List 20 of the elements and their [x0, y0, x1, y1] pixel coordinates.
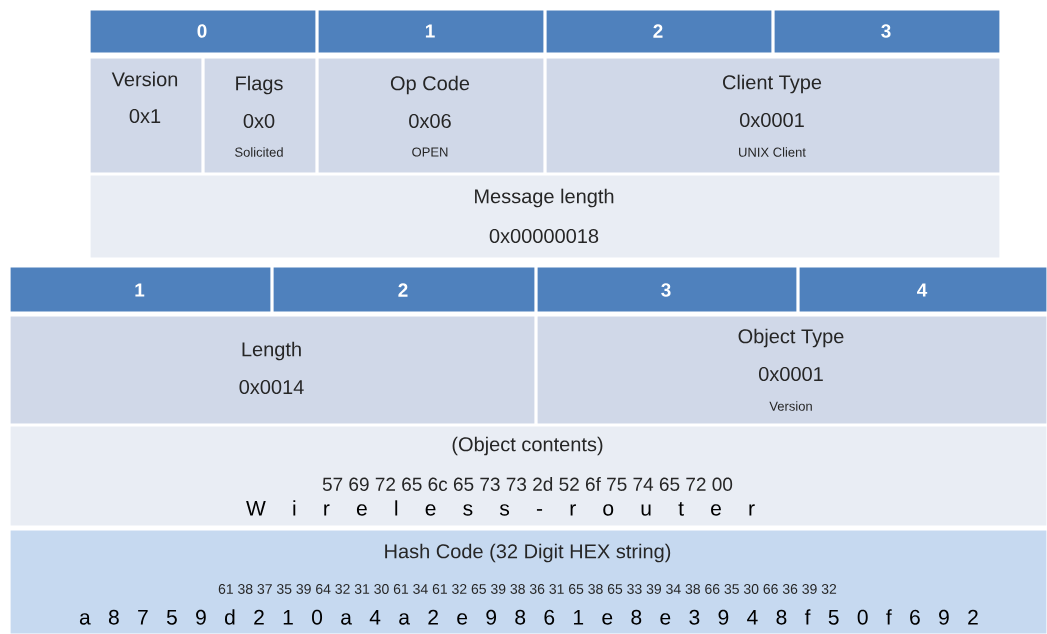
node-label: 57 69 72 65 6c 65 73 73 2d 52 6f 75 74 65 72 00 [322, 477, 733, 491]
header-cell: 1 [316, 8, 546, 55]
header-cell: 2 [271, 265, 537, 314]
field-cell: Length 0x0014 [8, 314, 537, 426]
field-cell: Hash Code (32 Digit HEX string) 61 38 37 35 39 64 32 31 30 61 34 61 32 65 39 38 36 31 65 38 65 33 39 34 38 66 35 30 66 36 39 32 a 8 7 5 9 d 2 1 0 a 4 a 2 e 9 8 6 1 e 8 e 3 9 4 8 f 5 0 f 6 9 2 [8, 528, 1047, 634]
field-cell: Version 0x1 [88, 56, 204, 175]
node-label: (Object contents) [452, 436, 603, 456]
header-cell: 1 [8, 265, 273, 314]
field-cell: Message length 0x00000018 [88, 173, 1002, 260]
field-cell: Op Code 0x06 OPEN [316, 56, 546, 175]
header-cell: 3 [535, 265, 799, 314]
header-cell: 4 [797, 265, 1047, 314]
field-cell: (Object contents) 57 69 72 65 6c 65 73 73 2d 52 6f 75 74 65 72 00 W i r e l e s s - r o u t e r [8, 424, 1047, 528]
header-cell: 2 [544, 8, 774, 55]
header-cell: 3 [772, 8, 1002, 55]
header-cell: 0 [88, 8, 318, 55]
field-cell: Client Type 0x0001 UNIX Client [544, 56, 1002, 175]
node-label: W i r e l e s s - r o u t e r [246, 500, 755, 516]
field-cell: Object Type 0x0001 Version [535, 314, 1047, 426]
field-cell: Flags 0x0 Solicited [202, 56, 318, 175]
